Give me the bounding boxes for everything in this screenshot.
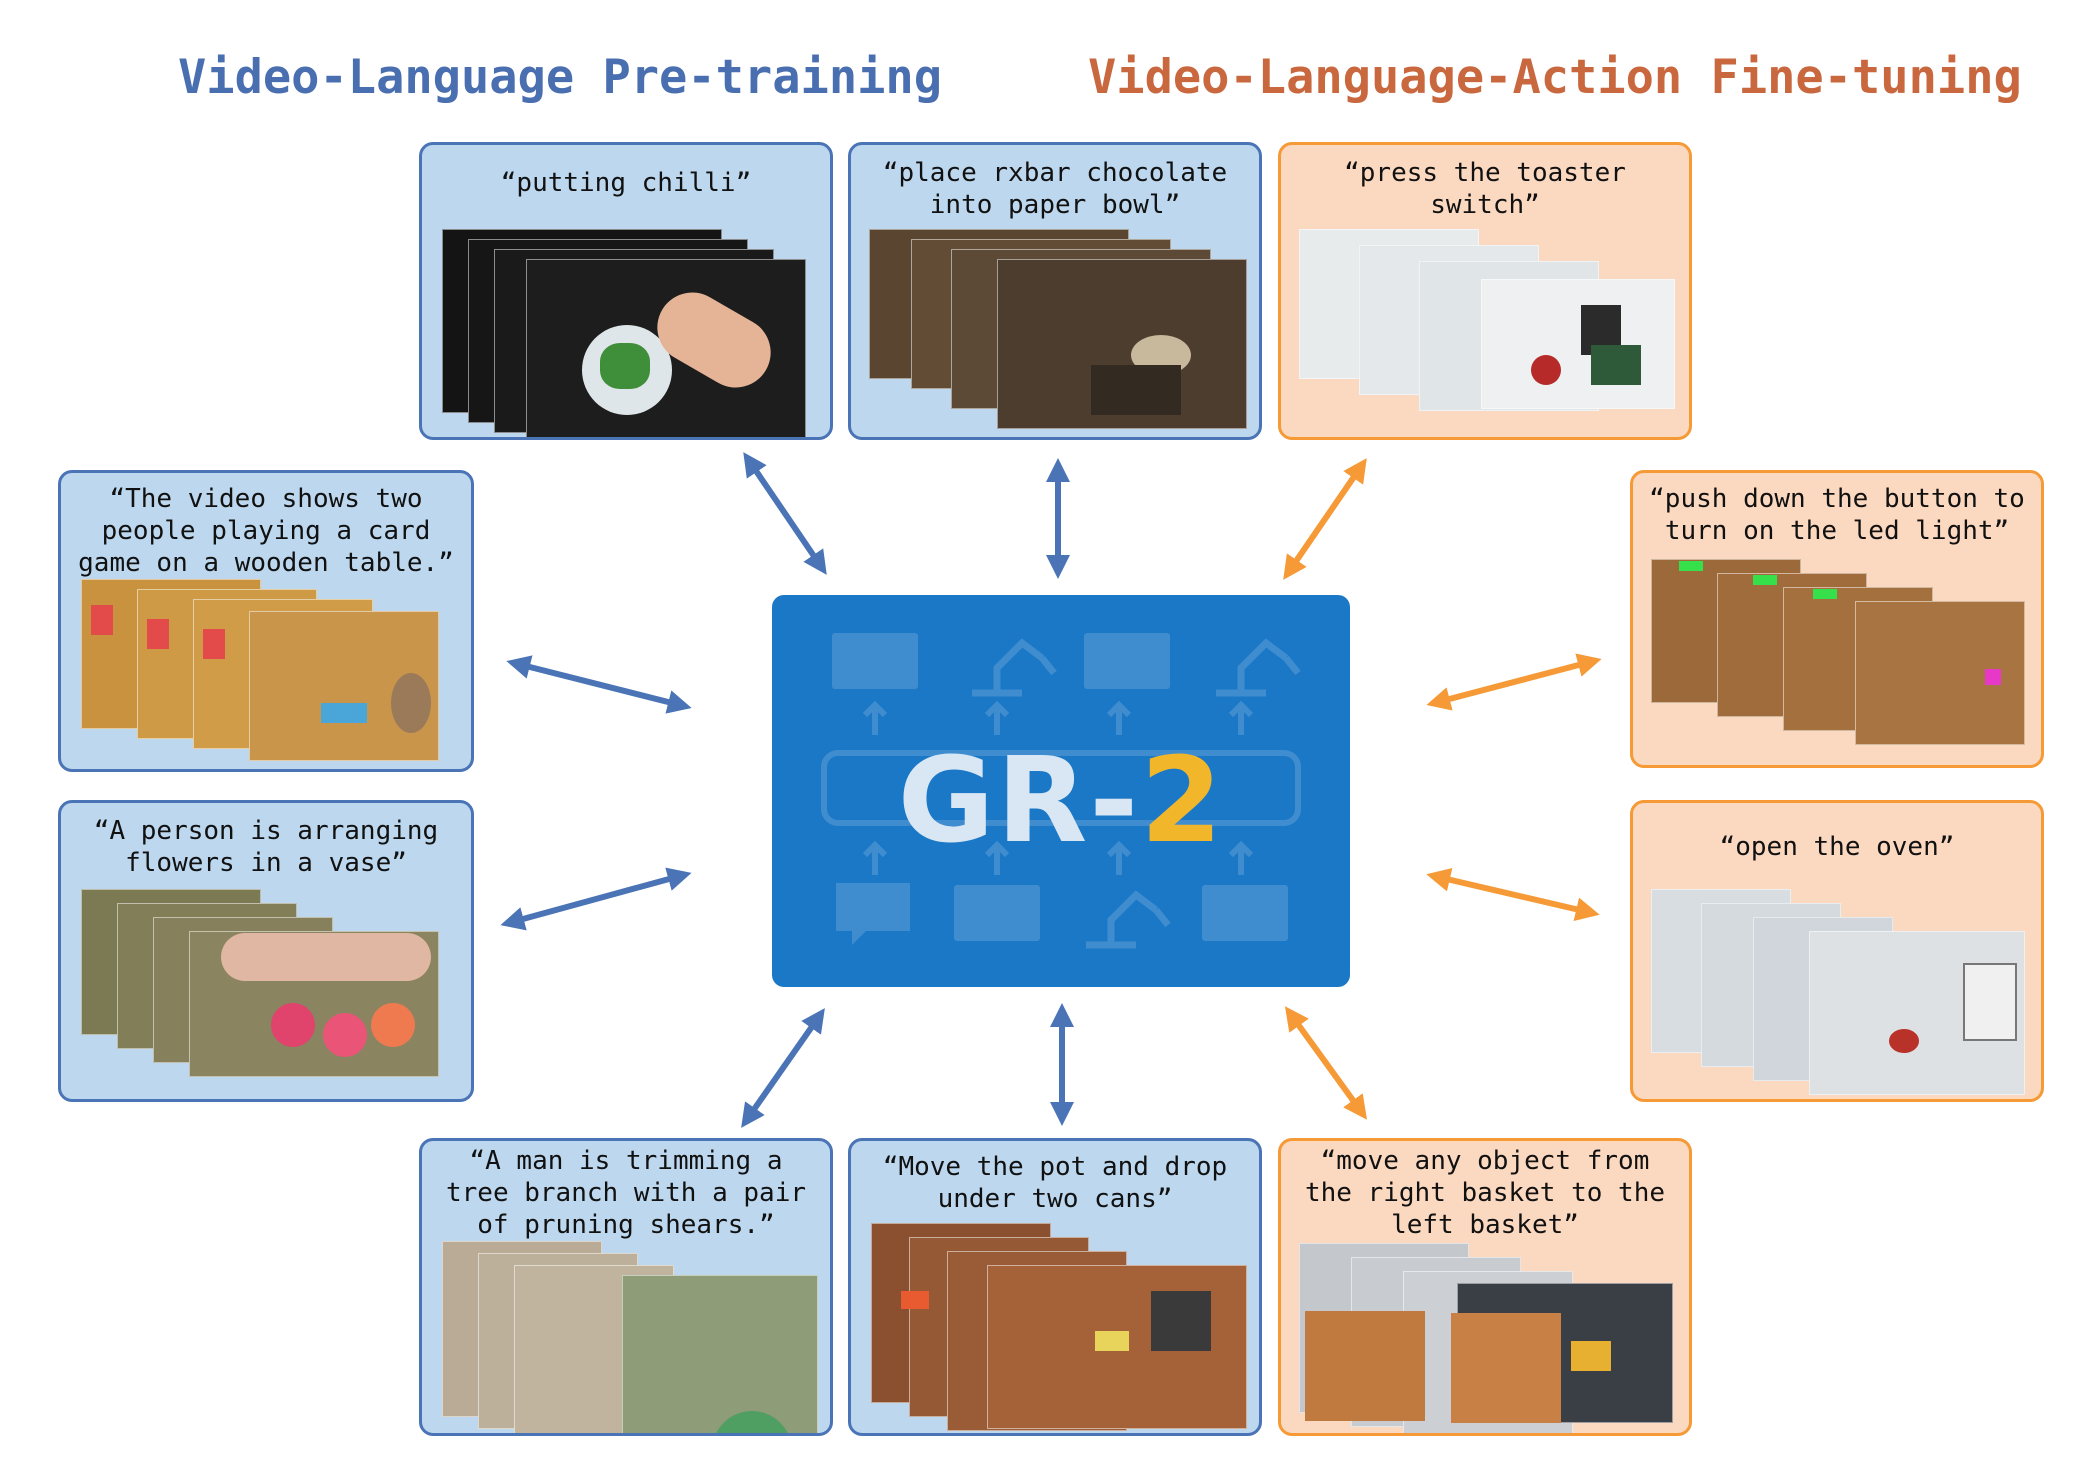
arrow-finetune-right-lower xyxy=(1426,868,1600,921)
model-architecture-icons xyxy=(821,633,1301,949)
card-caption: “push down the button to turn on the led… xyxy=(1649,484,2025,546)
arrow-finetune-right-upper xyxy=(1426,653,1602,711)
card-caption: “A person is arranging flowers in a vase… xyxy=(93,816,439,878)
card-caption: “move any object from the right basket t… xyxy=(1304,1146,1666,1240)
film-strip-icon xyxy=(1084,633,1170,689)
arrow-pretrain-bottom-left xyxy=(741,1008,825,1128)
up-arrow-icon xyxy=(862,700,1254,735)
card-move-pot: “Move the pot and drop under two cans” xyxy=(848,1138,1262,1436)
card-press-toaster: “press the toaster switch” xyxy=(1278,142,1692,440)
arrow-finetune-bottom-right xyxy=(1284,1006,1368,1120)
robot-arm-icon xyxy=(1086,890,1171,949)
card-caption: “putting chilli” xyxy=(500,168,752,198)
pretraining-heading: Video-Language Pre-training xyxy=(178,50,943,105)
model-name: GR-2 xyxy=(897,731,1225,869)
card-push-button-led: “push down the button to turn on the led… xyxy=(1630,470,2044,768)
up-arrow-icon xyxy=(862,840,1254,875)
arrow-pretrain-top-left xyxy=(743,452,827,575)
film-strip-icon xyxy=(954,885,1040,941)
film-strip-icon xyxy=(1202,885,1288,941)
card-caption: “The video shows two people playing a ca… xyxy=(78,484,454,578)
card-trimming-branch: “A man is trimming a tree branch with a … xyxy=(419,1138,833,1436)
card-putting-chilli: “putting chilli” xyxy=(419,142,833,440)
gr2-model-block: GR-2 xyxy=(772,595,1350,987)
arrow-pretrain-left-lower xyxy=(500,867,692,931)
card-move-object-basket: “move any object from the right basket t… xyxy=(1278,1138,1692,1436)
arrow-finetune-top-right xyxy=(1283,458,1367,580)
card-caption: “Move the pot and drop under two cans” xyxy=(882,1152,1228,1214)
card-open-oven: “open the oven” xyxy=(1630,800,2044,1102)
card-caption: “press the toaster switch” xyxy=(1344,158,1626,220)
card-caption: “open the oven” xyxy=(1719,832,1955,862)
finetuning-heading: Video-Language-Action Fine-tuning xyxy=(1088,50,2022,105)
card-place-rxbar: “place rxbar chocolate into paper bowl” xyxy=(848,142,1262,440)
arrow-pretrain-left-upper xyxy=(506,655,692,714)
robot-arm-icon xyxy=(972,638,1057,697)
card-arranging-flowers: “A person is arranging flowers in a vase… xyxy=(58,800,474,1102)
chat-bubble-icon xyxy=(836,883,910,945)
film-strip-icon xyxy=(832,633,918,689)
card-card-game: “The video shows two people playing a ca… xyxy=(58,470,474,772)
robot-arm-icon xyxy=(1216,638,1301,697)
card-caption: “place rxbar chocolate into paper bowl” xyxy=(882,158,1228,220)
card-caption: “A man is trimming a tree branch with a … xyxy=(445,1146,807,1240)
transformer-bar xyxy=(821,750,1301,826)
